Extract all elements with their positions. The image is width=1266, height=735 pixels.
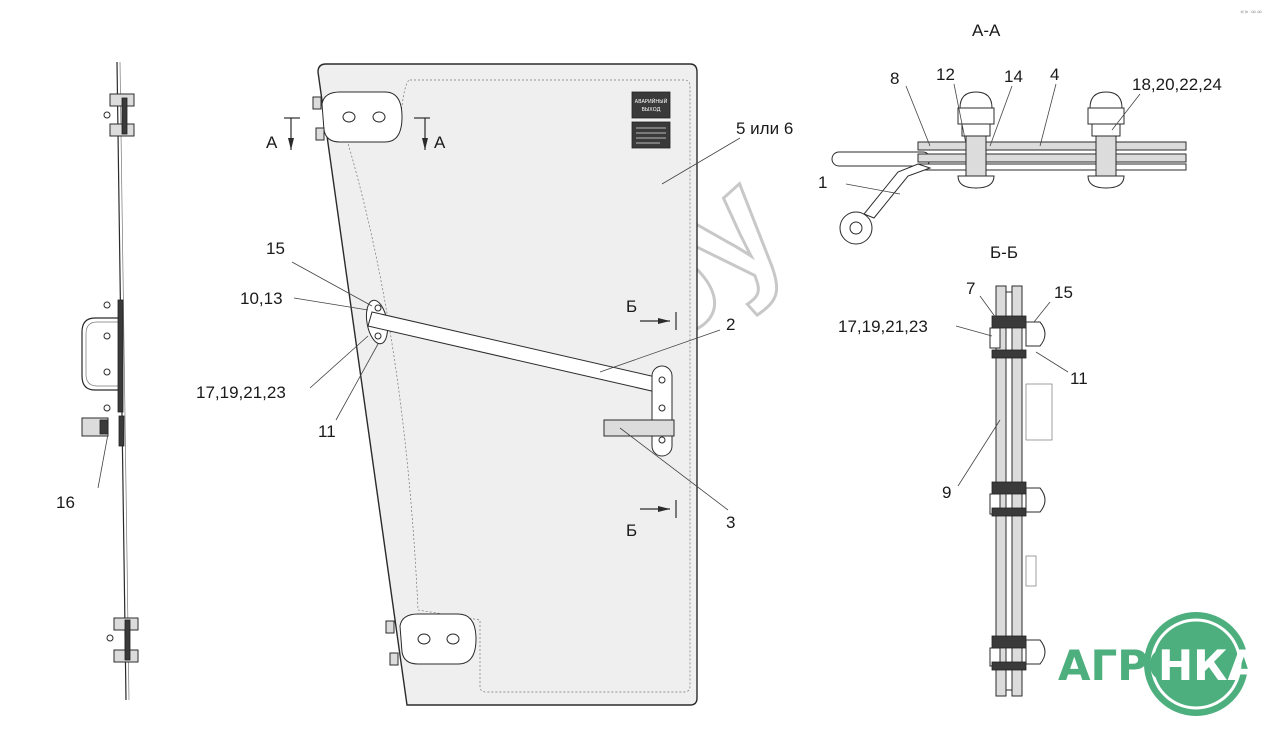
callout-10-13: 10,13: [240, 289, 283, 308]
callout-5-6: 5 или 6: [736, 119, 793, 138]
callout-8: 8: [890, 69, 899, 88]
section-mark-a-right: А: [434, 133, 446, 152]
logo-text-right: НКА: [1158, 641, 1260, 690]
corner-mark: «» ∞∞: [1240, 8, 1262, 16]
callout-15: 15: [266, 239, 285, 258]
callout-18-20-22-24: 18,20,22,24: [1132, 75, 1222, 94]
section-mark-a-left: А: [266, 133, 278, 152]
leader-lines: [97, 83, 1141, 511]
callout-9: 9: [942, 483, 951, 502]
callout-4: 4: [1050, 65, 1059, 84]
callout-16: 16: [56, 493, 75, 512]
sign-line-2: ВЫХОД: [641, 107, 660, 113]
side-view: [81, 61, 139, 701]
callout-12: 12: [936, 65, 955, 84]
callout-11: 11: [318, 422, 336, 441]
section-mark-bb: Б Б: [626, 297, 677, 540]
callout-1: 1: [818, 173, 827, 192]
section-title-aa: А-А: [972, 21, 1001, 40]
agro-nka-logo: АГРО НКА: [1058, 612, 1260, 716]
callout-2: 2: [726, 315, 735, 334]
section-title-bb: Б-Б: [990, 243, 1018, 262]
callout-3: 3: [726, 513, 735, 532]
logo-circle: [1144, 612, 1248, 716]
callout-11-bb: 11: [1070, 369, 1088, 388]
section-mark-b-top: Б: [626, 297, 637, 316]
callout-15-bb: 15: [1054, 283, 1073, 302]
callout-7: 7: [966, 279, 975, 298]
callout-17-19-21-23: 17,19,21,23: [196, 383, 286, 402]
logo-text-left: АГРО: [1058, 641, 1184, 690]
section-bb-view: [989, 285, 1053, 697]
section-aa-view: [831, 91, 1187, 245]
section-mark-b-bottom: Б: [626, 521, 637, 540]
callout-labels: 16 15 10,13 17,19,21,23 11 2 3 5 или 6 1…: [56, 65, 1222, 532]
section-mark-aa: А А: [266, 117, 446, 152]
callout-17-19-21-23-bb: 17,19,21,23: [838, 317, 928, 336]
callout-14: 14: [1004, 67, 1023, 86]
sign-line-1: АВАРИЙНЫЙ: [635, 98, 668, 105]
door-front-view: АВАРИЙНЫЙ ВЫХОД: [312, 63, 698, 706]
